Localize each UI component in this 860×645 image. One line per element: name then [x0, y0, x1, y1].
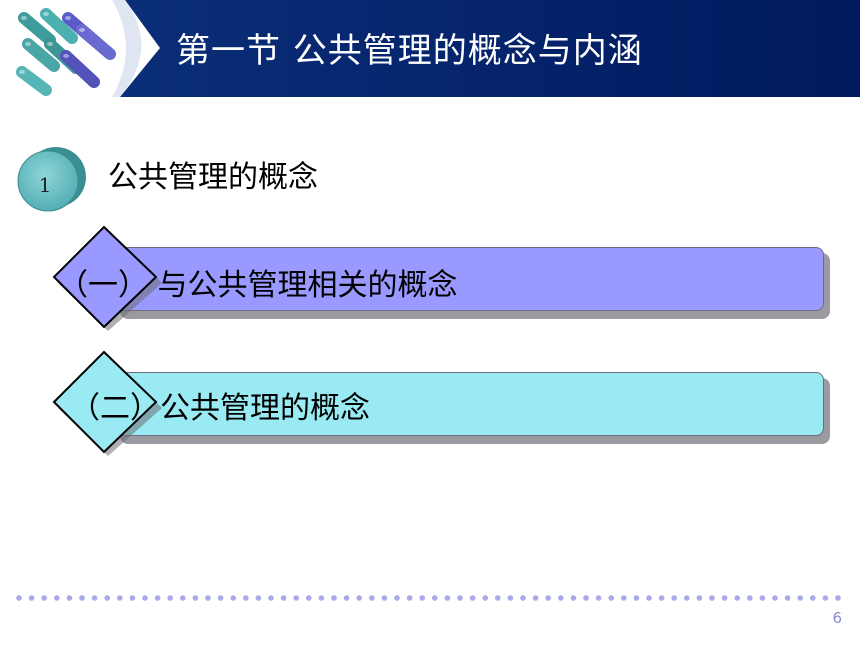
footer-dot: [721, 595, 728, 601]
footer-dot: [772, 595, 778, 601]
footer-dot: [709, 595, 715, 601]
footer-dot: [444, 595, 451, 601]
footer-dot: [595, 595, 602, 601]
footer-dot: [280, 595, 287, 601]
footer-dot: [608, 595, 614, 601]
footer-dot: [293, 595, 300, 601]
footer-dot: [696, 595, 703, 601]
footer-dot: [104, 595, 110, 601]
footer-dot: [558, 595, 564, 601]
footer-dot: [356, 595, 363, 601]
footer-dot: [658, 595, 665, 601]
footer-dot: [822, 595, 829, 601]
footer-dot: [482, 595, 489, 601]
page-number: 6: [832, 609, 842, 627]
footer-dot: [306, 595, 312, 601]
section-number: 1: [38, 173, 52, 197]
footer-dot: [117, 595, 123, 601]
footer-dot: [268, 595, 274, 601]
logo-capsules-icon: [16, 8, 116, 96]
footer-dot: [369, 595, 375, 601]
footer-dot: [343, 595, 350, 601]
footer-dot: [154, 595, 161, 601]
footer-dot: [243, 595, 249, 601]
footer-dot: [230, 595, 236, 601]
footer-dot: [205, 595, 211, 601]
footer-dot: [217, 595, 224, 601]
diamond-icon: [52, 350, 162, 456]
footer-dot: [469, 595, 476, 601]
item-bar: [114, 372, 824, 436]
footer-dot: [633, 595, 640, 601]
footer-dot: [91, 595, 98, 601]
footer-dot: [331, 595, 337, 601]
footer-dot: [734, 595, 740, 601]
footer-dot: [583, 595, 589, 601]
list-item-1: （一） 与公共管理相关的概念: [50, 225, 840, 335]
section-number-badge: [17, 147, 86, 212]
footer-dot: [381, 595, 388, 601]
footer-dot: [759, 595, 766, 601]
footer-dot: [192, 595, 199, 601]
footer-dot: [318, 595, 325, 601]
footer-dot: [432, 595, 438, 601]
footer-dot: [167, 595, 173, 601]
footer-dot: [835, 595, 841, 601]
slide-title: 第一节 公共管理的概念与内涵: [176, 31, 643, 71]
footer-dot: [520, 595, 526, 601]
footer-dot: [457, 595, 463, 601]
header-band: [112, 0, 860, 97]
slide-header: 第一节 公共管理的概念与内涵: [0, 0, 860, 97]
item-bar: [114, 247, 824, 311]
footer-dot: [129, 595, 136, 601]
footer-dotted-line: [16, 595, 841, 601]
footer-dot: [255, 595, 262, 601]
footer-dot: [180, 595, 186, 601]
footer-dot: [784, 595, 791, 601]
footer-dot: [394, 595, 400, 601]
diamond-icon: [52, 225, 162, 331]
footer-dot: [419, 595, 426, 601]
footer-dot: [532, 595, 539, 601]
footer-dot: [797, 595, 803, 601]
footer-dot: [810, 595, 816, 601]
footer-dot: [66, 595, 73, 601]
footer-dot: [28, 595, 35, 601]
footer-dot: [142, 595, 148, 601]
item-label: （一） 与公共管理相关的概念: [58, 268, 458, 303]
footer-dot: [646, 595, 652, 601]
footer-dot: [684, 595, 690, 601]
footer-dot: [747, 595, 753, 601]
footer-dot: [545, 595, 551, 601]
footer-dot: [406, 595, 413, 601]
footer-dot: [54, 595, 60, 601]
section-title: 公共管理的概念: [108, 160, 318, 195]
footer-dot: [671, 595, 677, 601]
footer-dot: [495, 595, 501, 601]
footer-dot: [79, 595, 85, 601]
footer-dot: [621, 595, 627, 601]
footer-dot: [507, 595, 514, 601]
footer-dot: [16, 595, 22, 601]
footer-dot: [570, 595, 577, 601]
list-item-2: （二）公共管理的概念: [50, 350, 840, 460]
footer-dot: [41, 595, 47, 601]
item-label: （二）公共管理的概念: [70, 391, 370, 426]
